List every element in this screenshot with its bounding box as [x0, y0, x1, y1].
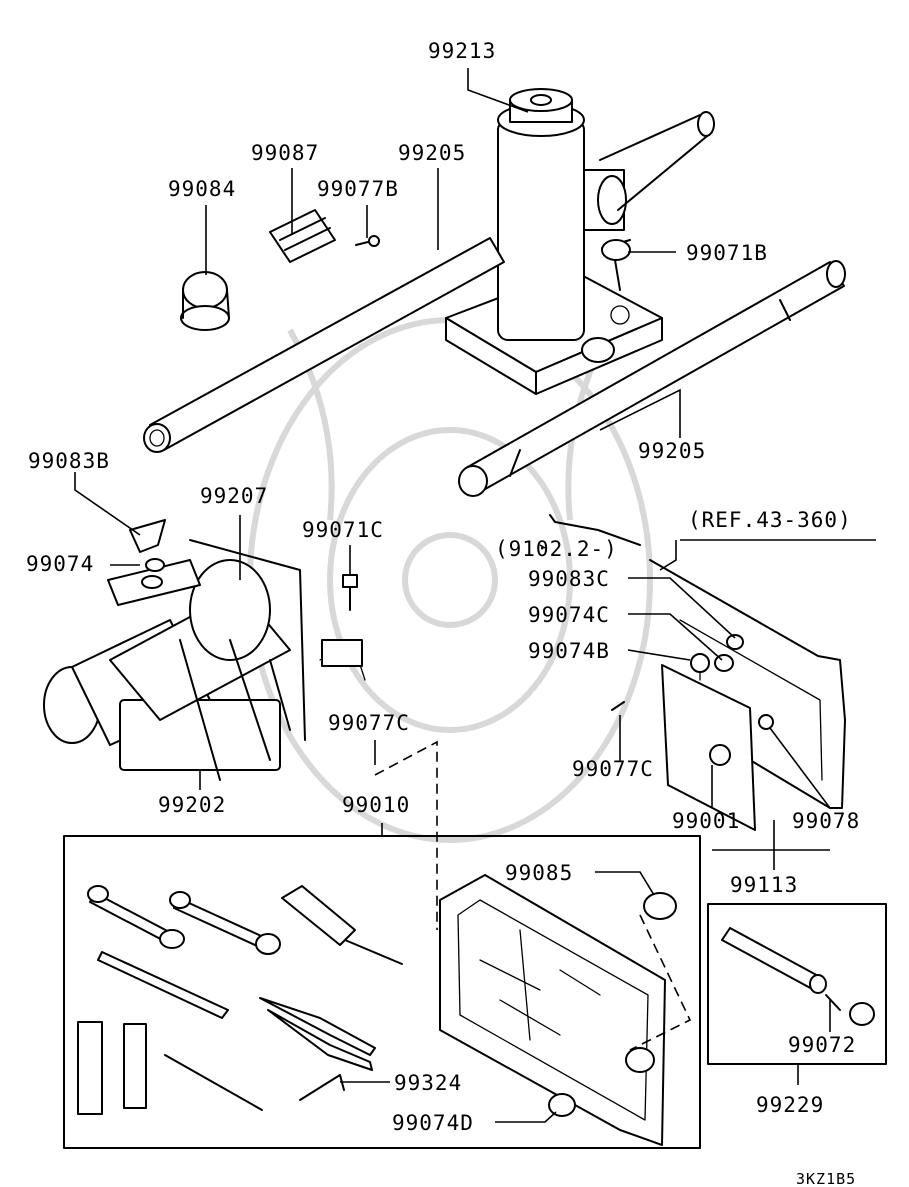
- callout-99202: 99202: [158, 793, 226, 817]
- bottle-jack-drawing: [445, 88, 715, 395]
- ref-note: (REF.43-360): [688, 508, 852, 532]
- callout-99324: 99324: [394, 1071, 462, 1095]
- callout-99083c: 99083C: [528, 567, 610, 591]
- pliers-drawing: [259, 997, 376, 1071]
- callout-99074d: 99074D: [392, 1111, 474, 1135]
- diagram-code: 3KZ1B5: [796, 1170, 856, 1187]
- callout-99085: 99085: [505, 861, 573, 885]
- wing-bolt-99083b-drawing: [129, 519, 166, 572]
- callout-99083b: 99083B: [28, 449, 110, 473]
- extension-bar-drawing: [721, 927, 875, 1026]
- callout-99074b: 99074B: [528, 639, 610, 663]
- cover-panel-drawing: [549, 514, 846, 831]
- handle-clamp-drawing: [180, 271, 230, 331]
- callout-99213: 99213: [428, 39, 496, 63]
- cap-99085-drawing: [643, 892, 677, 920]
- callout-labels: 99213 99087 99205 99084 99077B 99071B 99…: [26, 39, 860, 1187]
- plug-99074d-drawing: [548, 1093, 576, 1117]
- callout-99074c: 99074C: [528, 603, 610, 627]
- open-end-wrench-2-drawing: [169, 891, 281, 955]
- callout-99077b: 99077B: [317, 177, 399, 201]
- callout-99205-upper: 99205: [398, 141, 466, 165]
- jack-handle-lower: [458, 260, 846, 497]
- callout-99071b: 99071B: [686, 241, 768, 265]
- tool-case-drawing: [439, 874, 666, 1146]
- bolt-99071c-drawing: [342, 574, 358, 611]
- handle-clip-drawing: [269, 209, 336, 263]
- callout-99077c-left: 99077C: [328, 711, 410, 735]
- screw-99077b-drawing: [355, 235, 380, 247]
- callout-99074: 99074: [26, 552, 94, 576]
- leader-lines: [74, 68, 876, 1123]
- callout-99205-lower: 99205: [638, 439, 706, 463]
- open-end-wrench-1-drawing: [87, 885, 185, 949]
- jack-holder-drawing: [43, 539, 366, 781]
- callout-99077c-right: 99077C: [572, 757, 654, 781]
- callout-99229: 99229: [756, 1093, 824, 1117]
- screwdriver-drawing: [281, 885, 403, 965]
- hex-key-drawing: [299, 1074, 345, 1101]
- callout-99207: 99207: [200, 484, 268, 508]
- callout-99113: 99113: [730, 873, 798, 897]
- callout-99010: 99010: [342, 793, 410, 817]
- extension-kit-frame: [707, 903, 887, 1065]
- callout-99001: 99001: [672, 809, 740, 833]
- callout-99087: 99087: [251, 141, 319, 165]
- jack-handle-upper: [143, 237, 505, 453]
- callout-99072: 99072: [788, 1033, 856, 1057]
- callout-99078: 99078: [792, 809, 860, 833]
- pry-bar-drawing: [97, 951, 229, 1019]
- callout-99084: 99084: [168, 177, 236, 201]
- date-note: (9102.2-): [495, 537, 618, 561]
- socket-wrench-drawing: [77, 1021, 263, 1115]
- callout-99071c: 99071C: [302, 518, 384, 542]
